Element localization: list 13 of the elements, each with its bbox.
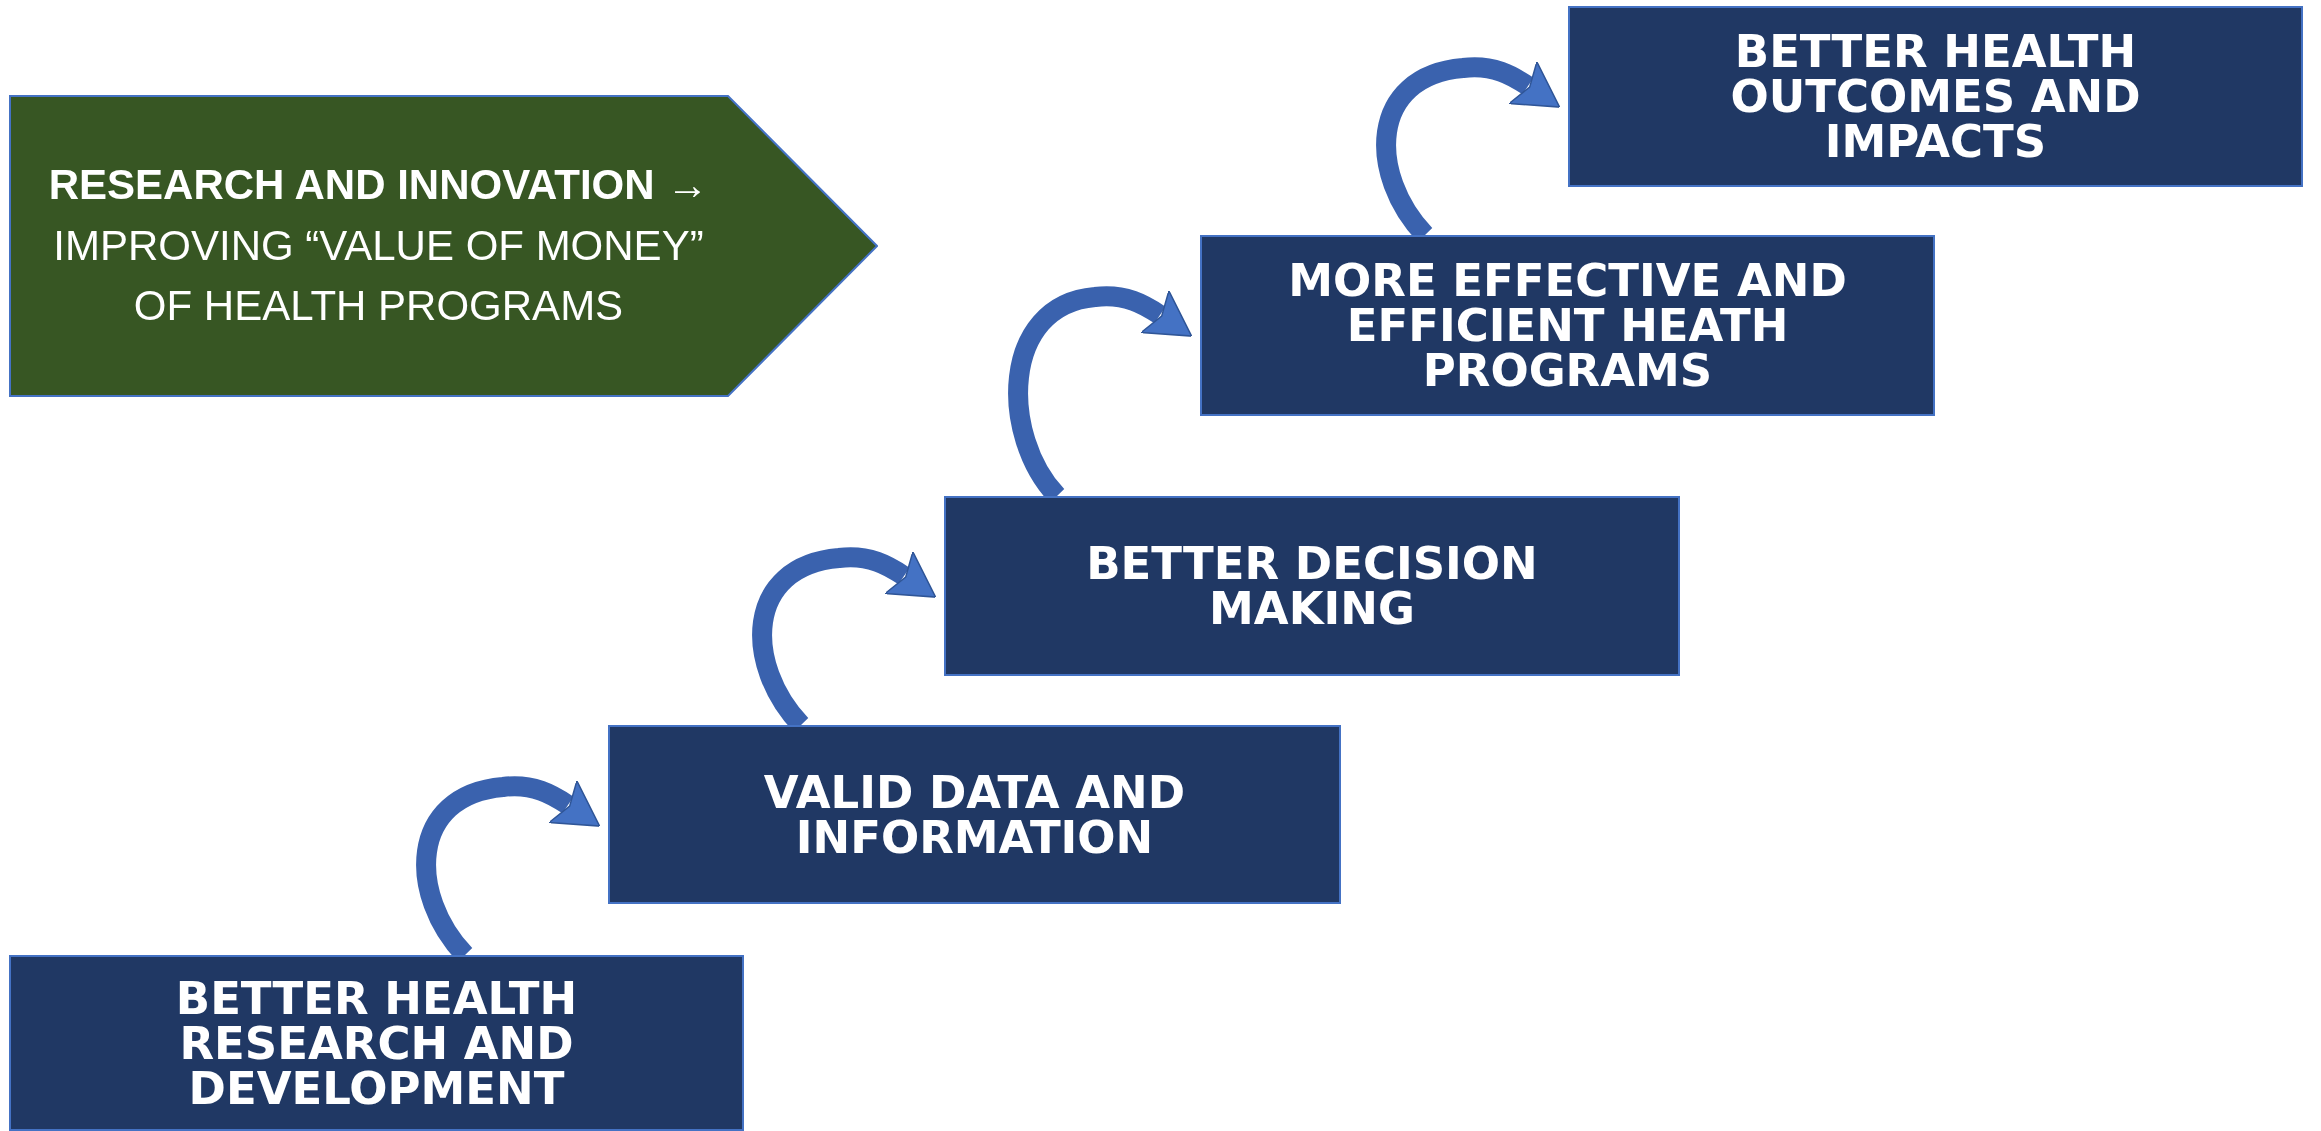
step-box xyxy=(1568,6,2303,187)
step-box xyxy=(608,725,1341,904)
step-box xyxy=(944,496,1680,676)
step-label: BETTER DECISION MAKING xyxy=(1085,541,1539,631)
step-box xyxy=(1200,235,1935,416)
pentagon-arrow-banner xyxy=(9,95,878,397)
banner-heading: RESEARCH AND INNOVATION → xyxy=(48,159,709,210)
step-box xyxy=(9,955,744,1131)
step-label: BETTER HEALTH OUTCOMES AND IMPACTS xyxy=(1729,29,2142,164)
step-label: VALID DATA AND INFORMATION xyxy=(762,769,1187,860)
step-label: MORE EFFECTIVE AND EFFICIENT HEATH PROGRAMS xyxy=(1287,258,1848,393)
step-label: BETTER HEALTH RESEARCH AND DEVELOPMENT xyxy=(174,975,579,1111)
banner-text: IMPROVING “VALUE OF MONEY” OF HEALTH PROGRAMS xyxy=(52,220,705,332)
